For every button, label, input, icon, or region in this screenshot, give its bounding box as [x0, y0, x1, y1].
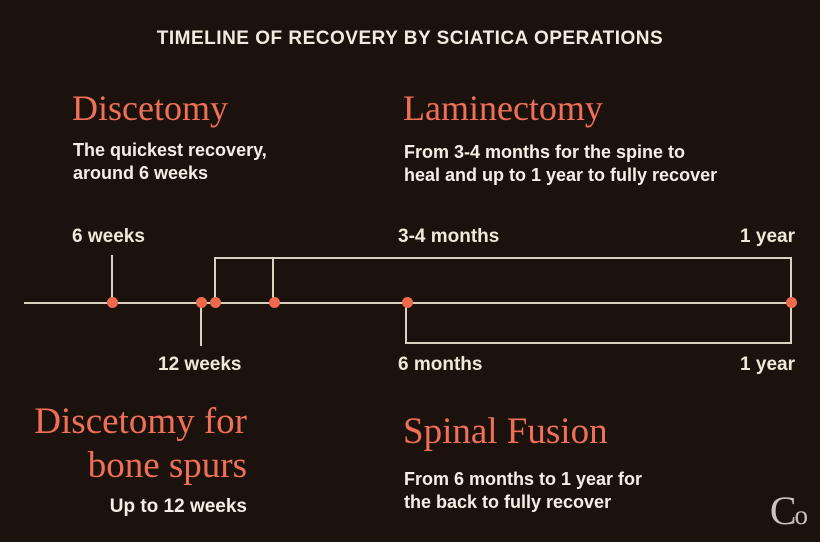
- laminectomy-range-bracket-4-months-line: [272, 257, 274, 302]
- discetomy-description-line2: around 6 weeks: [73, 163, 209, 183]
- discetomy-description: The quickest recovery, around 6 weeks: [73, 139, 267, 185]
- discetomy-bone-spurs-description: Up to 12 weeks: [109, 496, 247, 517]
- discetomy-description-line1: The quickest recovery,: [73, 140, 267, 160]
- timeline-point-dot-6w: [107, 297, 118, 308]
- laminectomy-range-bracket: [214, 257, 792, 302]
- timeline-label-6-months: 6 months: [398, 354, 483, 375]
- spinal-fusion-description-line1: From 6 months to 1 year for: [404, 469, 643, 489]
- timeline-label-6-weeks: 6 weeks: [72, 226, 145, 247]
- brand-logo: Co: [769, 488, 808, 533]
- laminectomy-heading: Laminectomy: [403, 88, 603, 128]
- timeline-point-dot-12w: [195, 297, 207, 308]
- timeline-label-3-4-months: 3-4 months: [398, 226, 500, 247]
- laminectomy-description-line1: From 3-4 months for the spine to: [404, 142, 686, 162]
- laminectomy-description: From 3-4 months for the spine to heal an…: [404, 141, 717, 187]
- timeline-label-12-weeks: 12 weeks: [158, 354, 242, 375]
- timeline-point-dot-52w: [785, 297, 797, 308]
- timeline-point-dot-13w: [210, 297, 222, 308]
- laminectomy-description-line2: heal and up to 1 year to fully recover: [404, 165, 718, 185]
- spinal-fusion-range-bracket: [405, 304, 792, 344]
- page-title: TIMELINE OF RECOVERY BY SCIATICA OPERATI…: [156, 28, 664, 49]
- discetomy-bone-spurs-section: Discetomy for bone spurs Up to 12 weeks: [34, 400, 247, 518]
- discetomy-bone-spurs-heading-line2: bone spurs: [87, 445, 247, 486]
- timeline-tick-6-weeks: [111, 255, 113, 302]
- spinal-fusion-description-line2: the back to fully recover: [404, 492, 612, 512]
- discetomy-bone-spurs-heading: Discetomy for bone spurs: [34, 400, 247, 488]
- discetomy-bone-spurs-heading-line1: Discetomy for: [34, 401, 247, 442]
- timeline-point-dot-17w: [269, 297, 281, 308]
- timeline-point-dot-26w: [402, 297, 413, 308]
- timeline-tick-12-weeks: [200, 304, 202, 346]
- discetomy-heading: Discetomy: [72, 88, 228, 128]
- timeline-label-1-year-top: 1 year: [740, 226, 795, 247]
- spinal-fusion-description: From 6 months to 1 year for the back to …: [404, 468, 642, 514]
- spinal-fusion-heading: Spinal Fusion: [403, 411, 608, 452]
- timeline-label-1-year-bottom: 1 year: [740, 354, 795, 375]
